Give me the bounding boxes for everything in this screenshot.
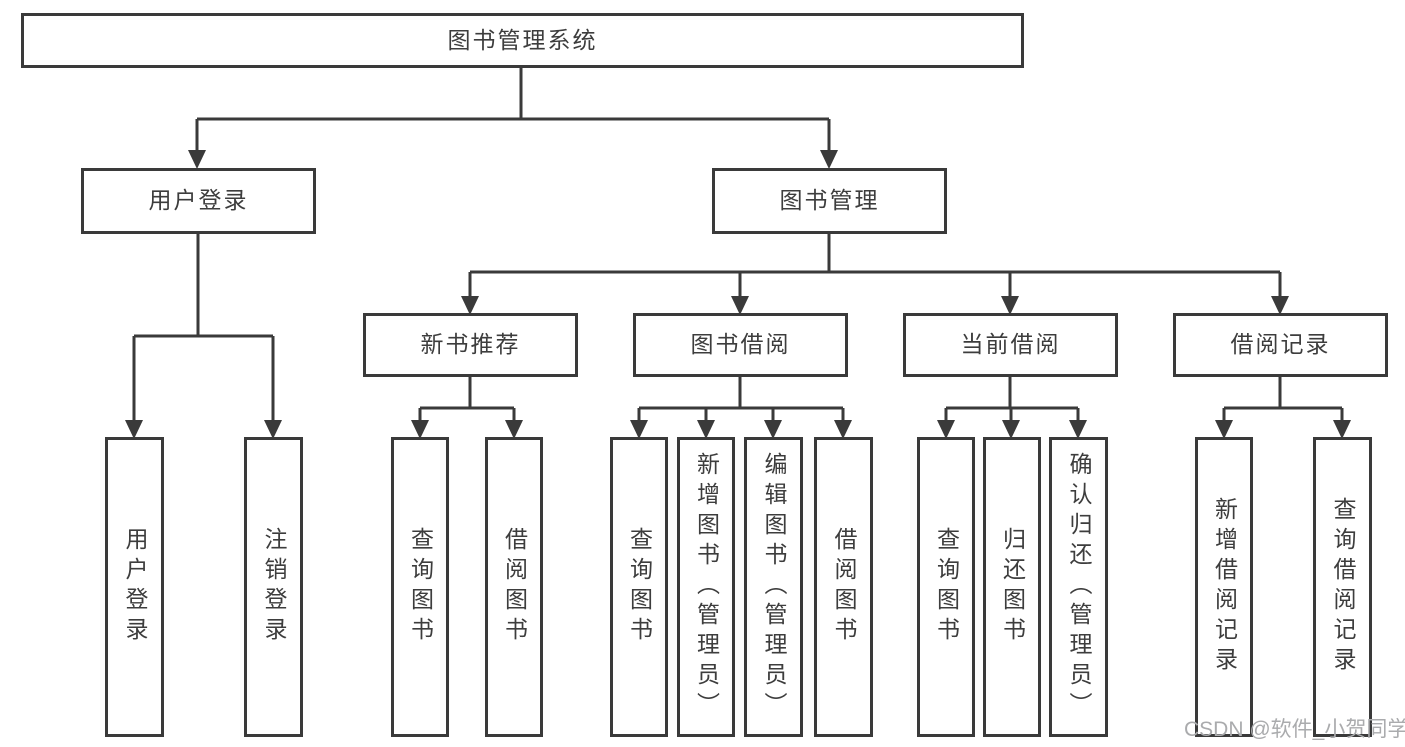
arrowhead-down xyxy=(461,296,479,315)
leaf-add-book-admin: 新增图书（管理员） xyxy=(677,437,735,737)
arrowhead-down xyxy=(697,420,715,439)
node-user-login: 用户登录 xyxy=(81,168,316,234)
arrowhead-down xyxy=(188,150,206,169)
arrowhead-down xyxy=(1001,296,1019,315)
connector-root-to-level2 xyxy=(188,66,838,169)
arrowhead-down xyxy=(125,420,143,439)
arrowhead-down xyxy=(1215,420,1233,439)
arrowhead-down xyxy=(1002,420,1020,439)
arrowhead-down xyxy=(731,296,749,315)
leaf-query-books-current: 查询图书 xyxy=(917,437,975,737)
leaf-add-borrow-record: 新增借阅记录 xyxy=(1195,437,1253,737)
leaf-query-books-borrow: 查询图书 xyxy=(610,437,668,737)
connector-current-borrow-children xyxy=(937,377,1087,439)
arrowhead-down xyxy=(264,420,282,439)
arrowhead-down xyxy=(1333,420,1351,439)
arrowhead-down xyxy=(505,420,523,439)
leaf-borrow-books: 借阅图书 xyxy=(814,437,873,737)
node-current-borrow: 当前借阅 xyxy=(903,313,1118,377)
leaf-logout: 注销登录 xyxy=(244,437,303,737)
connector-user-login-children xyxy=(125,234,282,439)
leaf-query-books-rec: 查询图书 xyxy=(391,437,449,737)
leaf-user-login: 用户登录 xyxy=(105,437,164,737)
node-book-mgmt: 图书管理 xyxy=(712,168,947,234)
arrowhead-down xyxy=(820,150,838,169)
leaf-edit-book-admin: 编辑图书（管理员） xyxy=(744,437,803,737)
connector-book-mgmt-children xyxy=(461,234,1289,315)
leaf-borrow-books-rec: 借阅图书 xyxy=(485,437,543,737)
connector-borrow-records-children xyxy=(1215,377,1351,439)
node-borrow-records: 借阅记录 xyxy=(1173,313,1388,377)
arrowhead-down xyxy=(630,420,648,439)
leaf-confirm-return-admin: 确认归还（管理员） xyxy=(1049,437,1108,737)
arrowhead-down xyxy=(764,420,782,439)
arrowhead-down xyxy=(1069,420,1087,439)
connector-new-book-children xyxy=(411,377,523,439)
arrowhead-down xyxy=(937,420,955,439)
leaf-query-borrow-record: 查询借阅记录 xyxy=(1313,437,1372,737)
leaf-return-book: 归还图书 xyxy=(983,437,1041,737)
node-root: 图书管理系统 xyxy=(21,13,1024,68)
node-book-borrow: 图书借阅 xyxy=(633,313,848,377)
arrowhead-down xyxy=(1271,296,1289,315)
csdn-watermark: CSDN @软件_小贺同学 xyxy=(1184,718,1405,741)
connector-book-borrow-children xyxy=(630,377,852,439)
arrowhead-down xyxy=(411,420,429,439)
arrowhead-down xyxy=(834,420,852,439)
node-new-book-rec: 新书推荐 xyxy=(363,313,578,377)
